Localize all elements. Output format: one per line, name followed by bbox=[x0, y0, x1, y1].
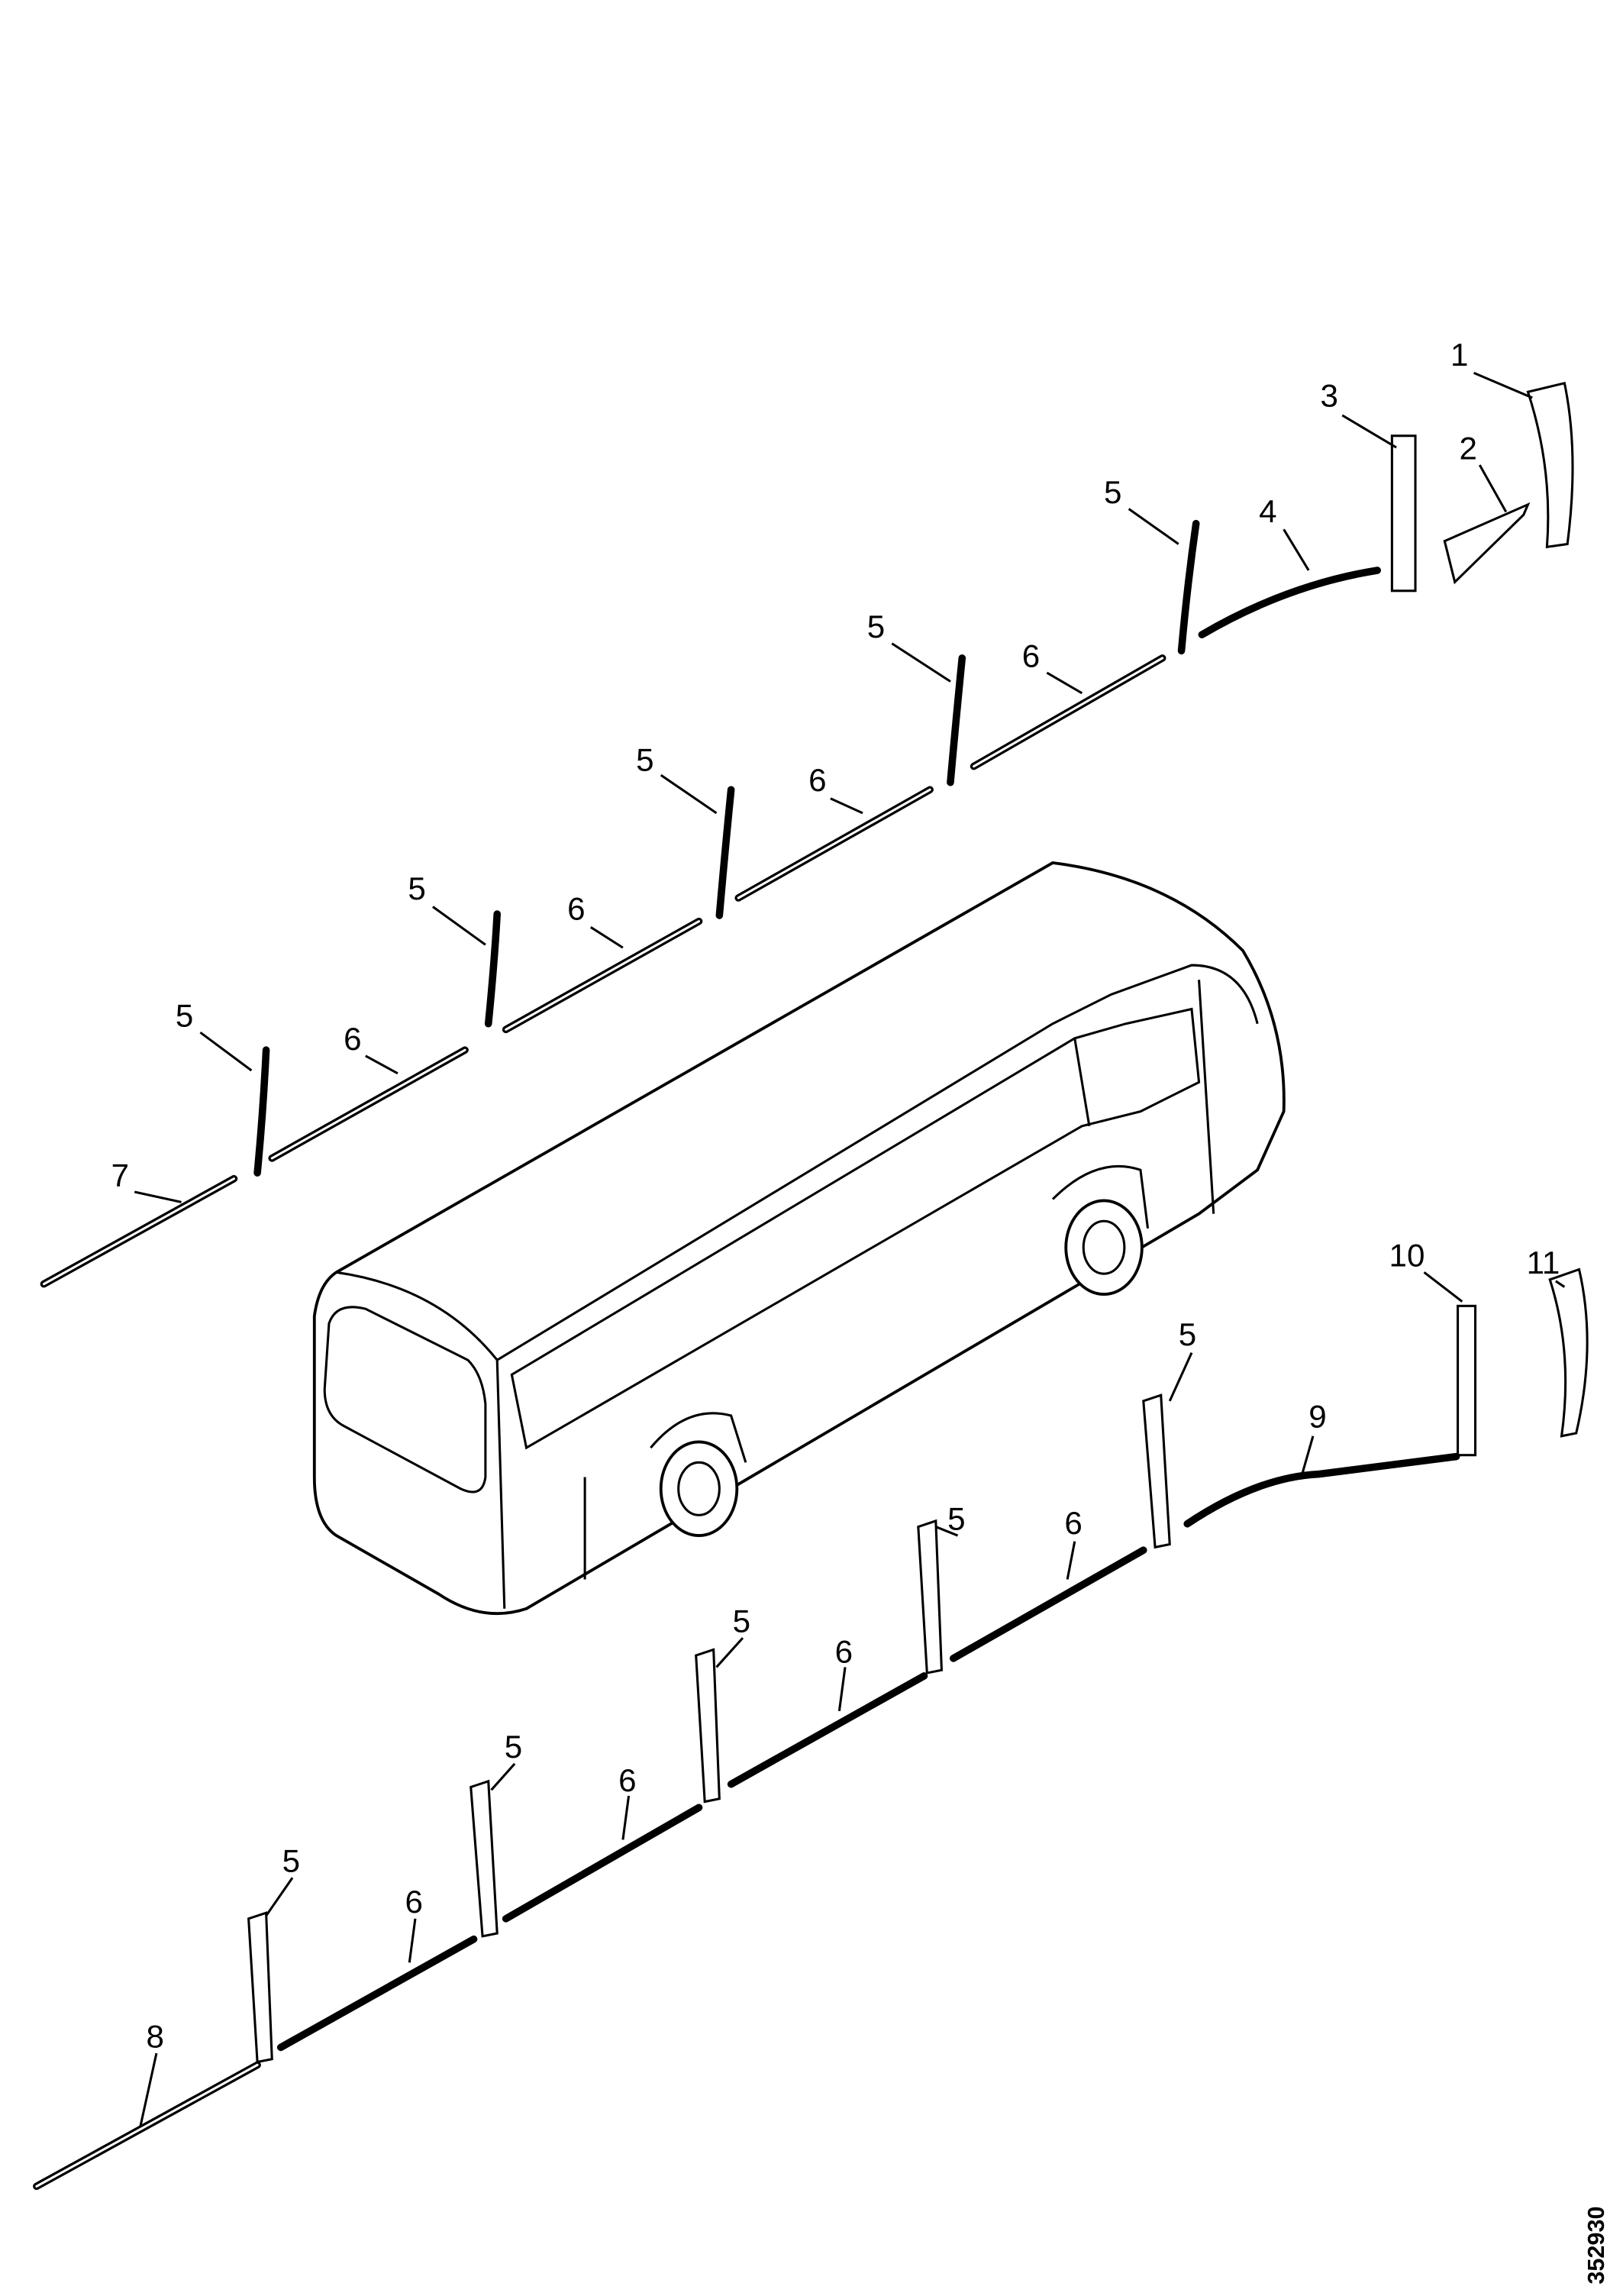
callout-5: 5 bbox=[505, 1729, 522, 1765]
bus-illustration bbox=[312, 861, 1286, 1616]
callout-5: 5 bbox=[1179, 1316, 1196, 1352]
callout-5: 5 bbox=[176, 998, 193, 1034]
callout-6: 6 bbox=[405, 1884, 423, 1920]
top-trim-parts bbox=[40, 381, 1574, 1288]
callout-9: 9 bbox=[1308, 1398, 1326, 1434]
callout-5: 5 bbox=[733, 1603, 750, 1639]
reference-number: 352930 bbox=[1583, 2206, 1609, 2284]
part-3 bbox=[1390, 434, 1417, 593]
callout-5: 5 bbox=[282, 1843, 300, 1879]
callout-5: 5 bbox=[1104, 474, 1121, 510]
front-wheel-icon bbox=[1064, 1199, 1144, 1296]
callout-5: 5 bbox=[867, 609, 885, 644]
callout-11: 11 bbox=[1527, 1245, 1560, 1280]
callout-6: 6 bbox=[567, 891, 585, 927]
callout-5: 5 bbox=[947, 1500, 965, 1536]
callout-5: 5 bbox=[408, 870, 425, 906]
callout-6: 6 bbox=[835, 1634, 853, 1670]
part-1 bbox=[1526, 381, 1574, 549]
part-9 bbox=[1183, 1452, 1460, 1528]
callout-6: 6 bbox=[808, 762, 826, 798]
callout-6: 6 bbox=[1022, 638, 1040, 673]
rear-wheel-icon bbox=[659, 1440, 739, 1537]
callout-6: 6 bbox=[1064, 1505, 1082, 1541]
part-4 bbox=[1198, 567, 1382, 639]
part-10 bbox=[1457, 1304, 1477, 1457]
callout-7: 7 bbox=[111, 1157, 129, 1193]
callout-8: 8 bbox=[147, 2018, 164, 2054]
callout-10: 10 bbox=[1389, 1238, 1425, 1274]
leader-lines bbox=[134, 371, 1566, 2127]
callout-2: 2 bbox=[1459, 430, 1476, 466]
callout-3: 3 bbox=[1321, 377, 1338, 413]
callout-labels: 1 2 3 4 5 5 6 5 6 5 6 5 6 7 11 10 5 9 5 … bbox=[111, 337, 1560, 2055]
callout-5: 5 bbox=[636, 741, 653, 777]
part-2 bbox=[1443, 502, 1531, 585]
callout-6: 6 bbox=[344, 1021, 361, 1057]
callout-4: 4 bbox=[1259, 493, 1276, 529]
callout-1: 1 bbox=[1450, 337, 1468, 373]
bottom-trim-parts bbox=[33, 1267, 1589, 2191]
part-11 bbox=[1548, 1267, 1589, 1438]
callout-6: 6 bbox=[618, 1762, 636, 1798]
